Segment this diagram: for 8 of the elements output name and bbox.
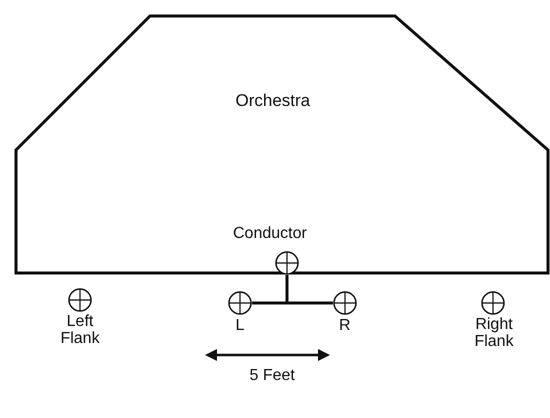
dimension-label: 5 Feet [250,366,295,384]
microphone-label: R [339,316,351,334]
microphone-label: Left Flank [59,313,101,347]
microphone-label: Conductor [233,224,307,242]
stage-label: Orchestra [236,92,310,108]
microphone-label: L [236,316,244,334]
microphone-label: Right Flank [473,316,515,350]
mount-bar [286,275,333,304]
